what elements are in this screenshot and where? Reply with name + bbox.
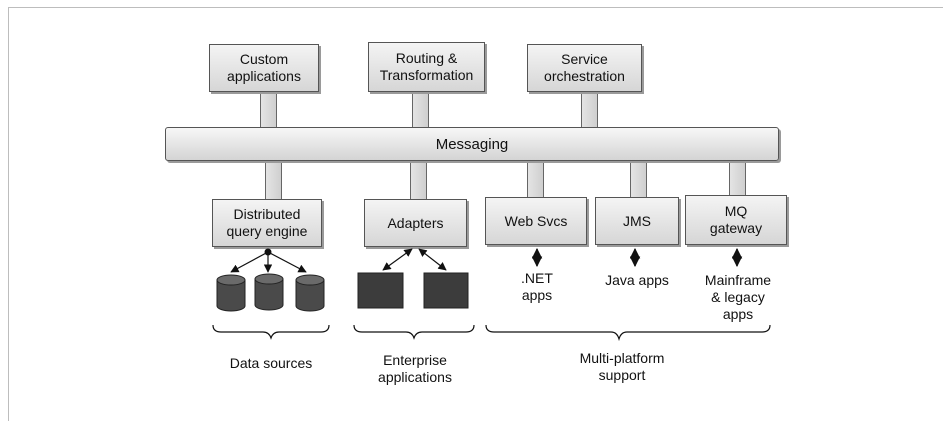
enterprise-app-icon [357, 272, 404, 309]
adapters-label: Adapters [387, 214, 444, 231]
enterprise-app-icon [423, 272, 469, 309]
database-icon [254, 273, 284, 311]
adapter-arrows [382, 248, 447, 271]
connector-adapters [410, 160, 427, 200]
connector-jms [630, 160, 647, 198]
dotnet-apps-label: .NET apps [521, 270, 553, 303]
web-svcs-box: Web Svcs [485, 197, 587, 245]
enterprise-brace [353, 324, 475, 340]
connector-web-svcs [527, 160, 544, 198]
distributed-query-engine-box: Distributed query engine [212, 199, 322, 247]
database-icon [295, 274, 325, 312]
service-orchestration-label: Service orchestration [544, 51, 625, 84]
connector-orchestration [581, 92, 598, 128]
multi-platform-support-label: Multi-platform support [579, 350, 665, 383]
connector-mq-gateway [729, 160, 746, 198]
java-apps-label: Java apps [605, 272, 669, 288]
adapters-box: Adapters [364, 199, 467, 247]
multiplatform-brace [485, 324, 771, 342]
routing-transformation-box: Routing & Transformation [368, 42, 485, 92]
messaging-label: Messaging [435, 135, 509, 153]
distributed-query-engine-label: Distributed query engine [226, 206, 308, 239]
data-sources-label: Data sources [229, 355, 313, 371]
jms-box: JMS [595, 197, 679, 245]
database-icon [216, 274, 246, 312]
custom-applications-label: Custom applications [227, 51, 301, 84]
jms-label: JMS [623, 212, 651, 229]
connector-custom-apps [260, 92, 277, 128]
connector-query-engine [265, 160, 282, 200]
mq-gateway-box: MQ gateway [685, 195, 787, 245]
service-orchestration-box: Service orchestration [527, 44, 642, 92]
data-sources-brace [212, 324, 330, 340]
connector-routing [412, 92, 429, 128]
messaging-bus: Messaging [165, 127, 779, 161]
fanout-node [264, 248, 272, 256]
enterprise-applications-label: Enterprise applications [378, 352, 452, 385]
frame-top-border [8, 7, 943, 8]
mainframe-legacy-apps-label: Mainframe & legacy apps [704, 272, 772, 322]
web-svcs-label: Web Svcs [504, 212, 568, 229]
mq-gateway-label: MQ gateway [709, 203, 763, 236]
routing-transformation-label: Routing & Transformation [379, 50, 474, 83]
custom-applications-box: Custom applications [209, 44, 319, 92]
frame-left-border [8, 7, 9, 421]
